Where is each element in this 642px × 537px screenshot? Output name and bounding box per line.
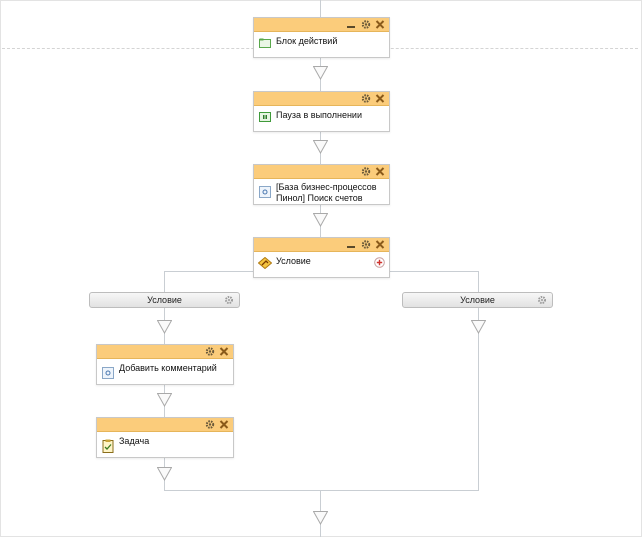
block-body: Блок действий (254, 32, 389, 51)
gear-icon[interactable] (360, 18, 372, 31)
branch-label: Условие (147, 295, 182, 305)
plus-circle-icon[interactable] (374, 257, 385, 268)
block-header[interactable] (254, 165, 389, 179)
activity-icon (102, 367, 114, 379)
task-block[interactable]: Задача (96, 417, 234, 458)
add-comment-block[interactable]: Добавить комментарий (96, 344, 234, 385)
gear-icon[interactable] (360, 238, 372, 251)
flow-arrow (313, 66, 328, 80)
pause-icon (259, 112, 271, 122)
db-search-block[interactable]: [База бизнес-процессов Пинол] Поиск счет… (253, 164, 390, 205)
close-icon[interactable] (218, 418, 230, 431)
connector (164, 490, 479, 491)
condition-icon (258, 257, 272, 269)
close-icon[interactable] (218, 345, 230, 358)
gear-icon[interactable] (204, 345, 216, 358)
task-icon (102, 439, 114, 453)
flow-arrow (471, 320, 486, 334)
block-title: Блок действий (276, 36, 338, 46)
minimize-icon[interactable] (345, 18, 357, 31)
close-icon[interactable] (374, 238, 386, 251)
block-title: Задача (119, 436, 150, 446)
block-title-line2: Пинол] Поиск счетов (276, 193, 363, 203)
flow-arrow (313, 213, 328, 227)
pause-block[interactable]: Пауза в выполнении (253, 91, 390, 132)
gear-icon[interactable] (360, 165, 372, 178)
connector (478, 308, 479, 491)
close-icon[interactable] (374, 165, 386, 178)
close-icon[interactable] (374, 18, 386, 31)
flow-arrow (157, 393, 172, 407)
flow-arrow (157, 467, 172, 481)
gear-icon[interactable] (224, 295, 234, 305)
block-body: Добавить комментарий (97, 359, 233, 379)
flow-arrow (313, 511, 328, 525)
block-body: [База бизнес-процессов Пинол] Поиск счет… (254, 179, 389, 208)
flow-arrow (313, 140, 328, 154)
block-header[interactable] (254, 18, 389, 32)
block-body: Пауза в выполнении (254, 106, 389, 125)
block-title: Пауза в выполнении (276, 110, 362, 120)
branch-label: Условие (460, 295, 495, 305)
connector (478, 271, 479, 292)
block-header[interactable] (254, 238, 389, 252)
gear-icon[interactable] (204, 418, 216, 431)
block-body: Условие (254, 252, 389, 271)
block-title: Условие (276, 256, 311, 266)
action-block[interactable]: Блок действий (253, 17, 390, 58)
condition-block[interactable]: Условие (253, 237, 390, 278)
gear-icon[interactable] (537, 295, 547, 305)
block-header[interactable] (97, 345, 233, 359)
block-title-line1: [База бизнес-процессов (276, 182, 377, 192)
connector (164, 271, 165, 292)
gear-icon[interactable] (360, 92, 372, 105)
flow-arrow (157, 320, 172, 334)
block-header[interactable] (97, 418, 233, 432)
close-icon[interactable] (374, 92, 386, 105)
minimize-icon[interactable] (345, 238, 357, 251)
block-title: Добавить комментарий (119, 363, 217, 373)
branch-left[interactable]: Условие (89, 292, 240, 308)
branch-right[interactable]: Условие (402, 292, 553, 308)
connector (320, 0, 321, 17)
folder-icon (259, 38, 271, 48)
activity-icon (259, 186, 271, 198)
block-header[interactable] (254, 92, 389, 106)
block-body: Задача (97, 432, 233, 453)
